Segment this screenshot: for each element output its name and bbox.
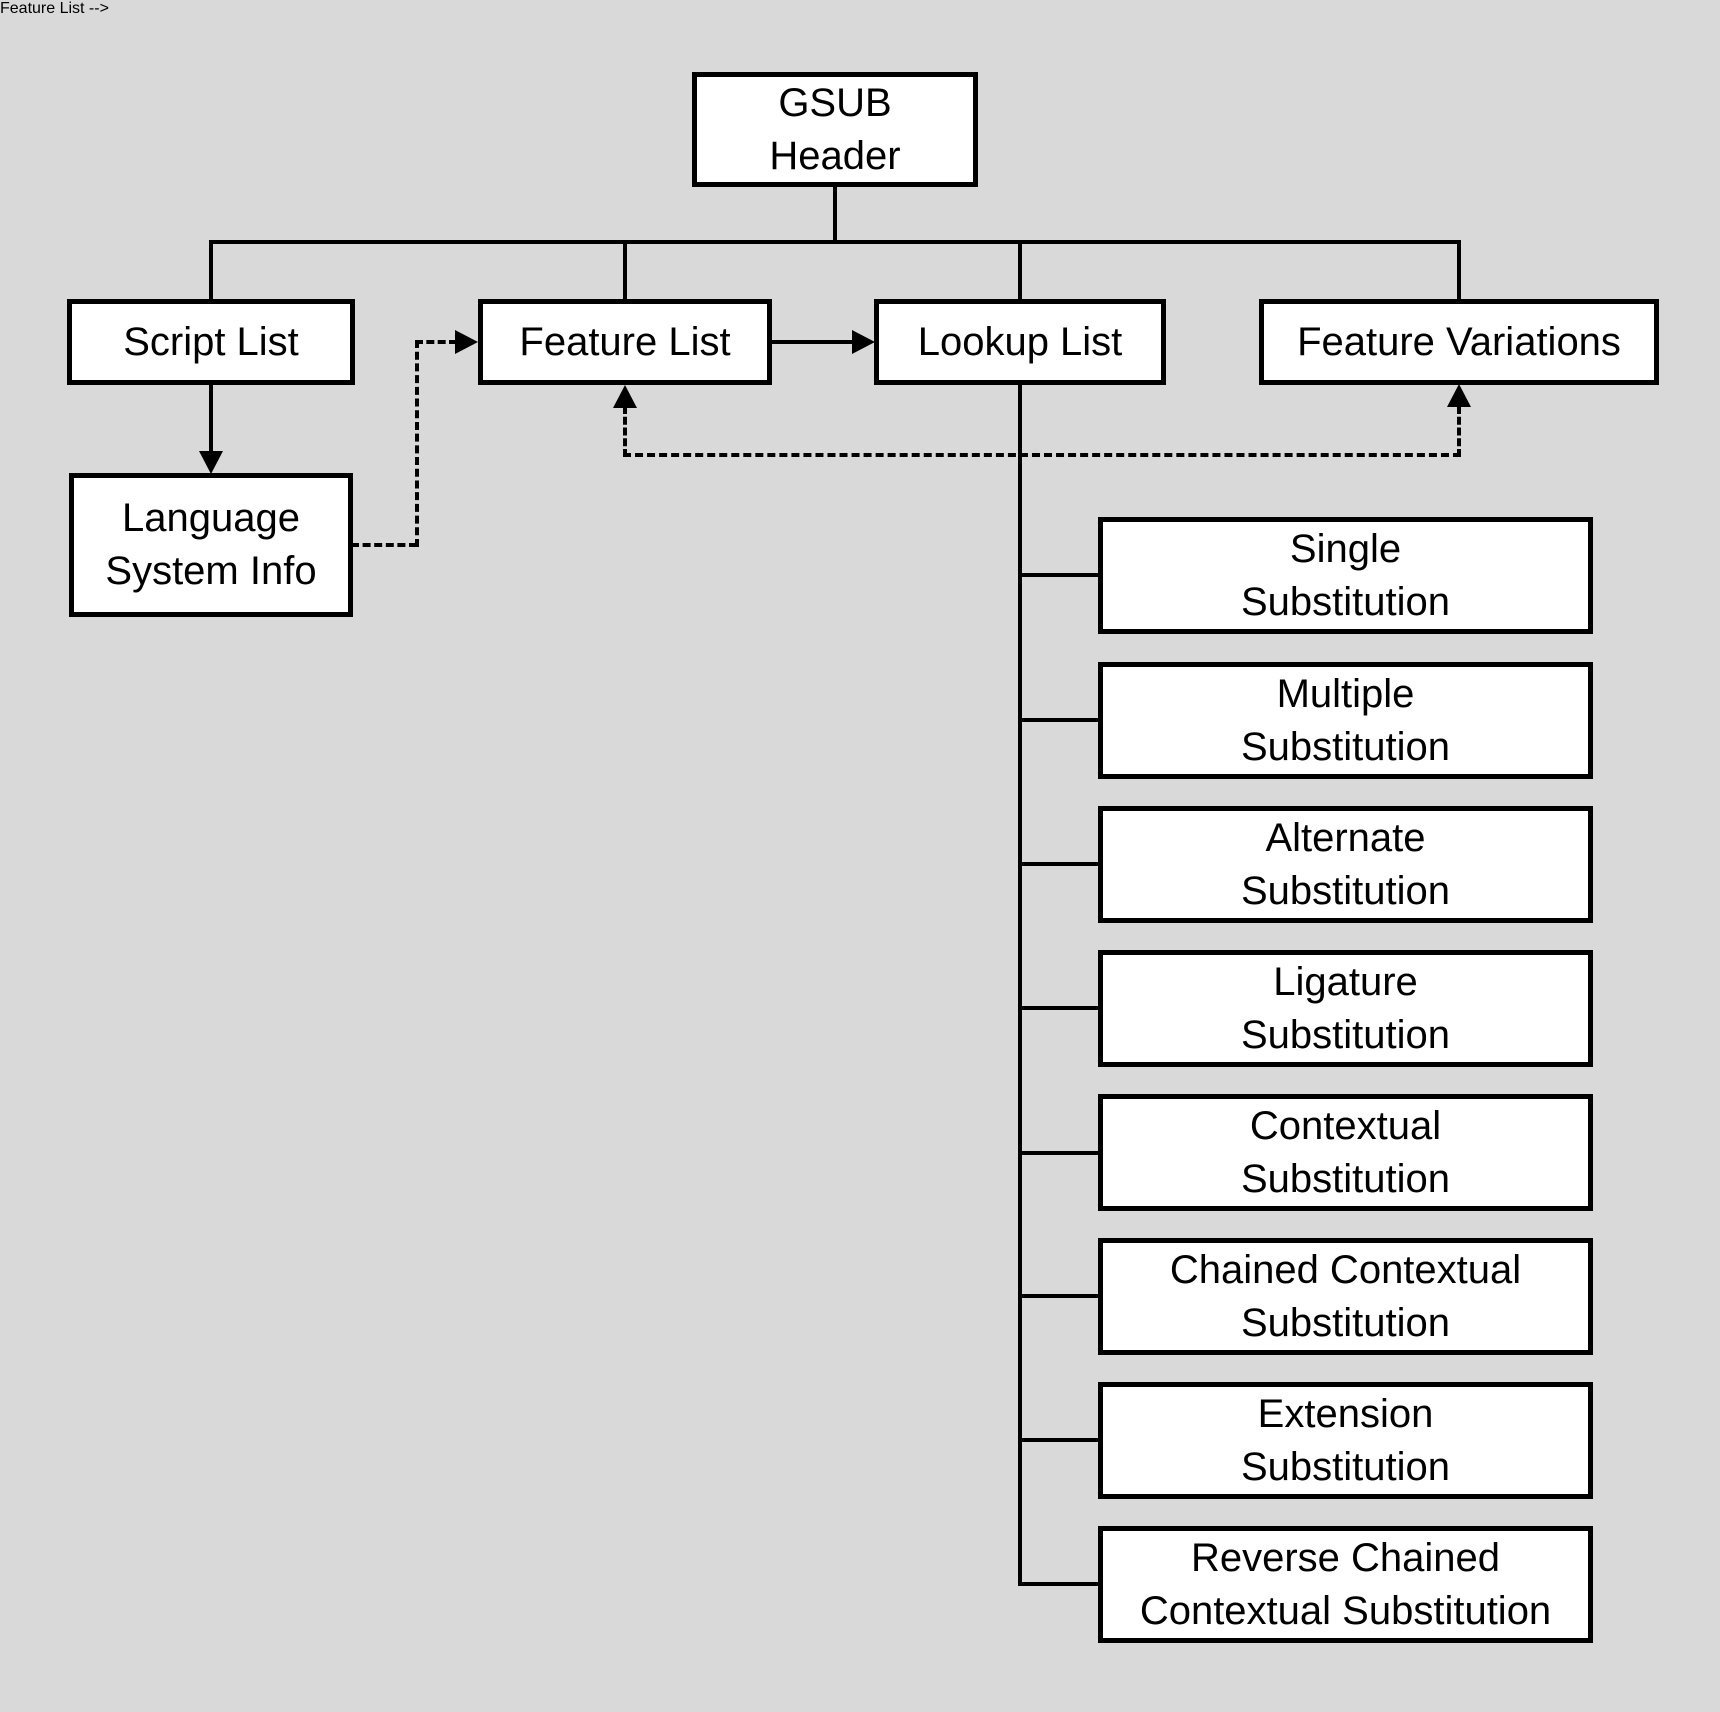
edge-branch-reverse-chained xyxy=(1018,1582,1098,1586)
node-gsub-header: GSUB Header xyxy=(692,72,978,187)
node-language-system-info-line1: Language xyxy=(122,496,300,540)
node-gsub-header-line2: Header xyxy=(769,133,901,178)
node-single-substitution-line2: Substitution xyxy=(1240,579,1451,624)
node-language-system-info-line2: System Info xyxy=(105,549,317,593)
edge-dashed-cross-link xyxy=(623,453,1461,457)
node-script-list: Script List xyxy=(67,299,355,385)
edge-dashed-feature-list-drop xyxy=(623,406,627,457)
node-single-substitution: Single Substitution xyxy=(1098,517,1593,634)
node-lookup-list: Lookup List xyxy=(874,299,1166,385)
edge-script-to-langsys xyxy=(209,383,213,453)
node-chained-contextual-substitution-line2: Substitution xyxy=(1240,1300,1451,1345)
edge-branch-extension xyxy=(1018,1438,1098,1442)
edge-drop-feature-list xyxy=(623,240,627,301)
edge-branch-contextual xyxy=(1018,1151,1098,1155)
node-single-substitution-line1: Single xyxy=(1289,526,1402,571)
node-contextual-substitution-line2: Substitution xyxy=(1240,1156,1451,1201)
node-extension-substitution: Extension Substitution xyxy=(1098,1382,1593,1499)
edge-feature-to-lookup xyxy=(770,340,854,344)
edge-branch-chained-contextual xyxy=(1018,1294,1098,1298)
edge-branch-alternate xyxy=(1018,862,1098,866)
node-alternate-substitution: Alternate Substitution xyxy=(1098,806,1593,923)
node-ligature-substitution-line1: Ligature xyxy=(1273,959,1418,1004)
node-reverse-chained-contextual-substitution: Reverse Chained Contextual Substitution xyxy=(1098,1526,1593,1643)
arrowhead-right-feature-list-icon xyxy=(455,330,478,354)
edge-bus xyxy=(209,240,1461,244)
node-multiple-substitution-line2: Substitution xyxy=(1240,724,1451,769)
node-ligature-substitution: Ligature Substitution xyxy=(1098,950,1593,1067)
node-multiple-substitution: Multiple Substitution xyxy=(1098,662,1593,779)
node-lookup-list-label: Lookup List xyxy=(917,319,1123,364)
node-extension-substitution-line2: Substitution xyxy=(1240,1444,1451,1489)
edge-dashed-langsys-out xyxy=(351,543,417,547)
edge-branch-single xyxy=(1018,573,1098,577)
edge-drop-feature-variations xyxy=(1457,240,1461,301)
arrowhead-up-feature-list-icon xyxy=(613,385,637,408)
edge-branch-multiple xyxy=(1018,718,1098,722)
node-script-list-label: Script List xyxy=(123,319,299,364)
node-chained-contextual-substitution: Chained Contextual Substitution xyxy=(1098,1238,1593,1355)
arrowhead-up-feature-variations-icon xyxy=(1447,384,1471,407)
node-reverse-chained-contextual-substitution-line1: Reverse Chained xyxy=(1190,1535,1501,1580)
edge-drop-lookup-list xyxy=(1018,240,1022,301)
edge-dashed-langsys-riser xyxy=(415,340,419,547)
node-language-system-info: Language System Info xyxy=(69,473,353,617)
edge-dashed-langsys-into-feature xyxy=(415,340,457,344)
node-multiple-substitution-line1: Multiple xyxy=(1276,671,1415,716)
node-reverse-chained-contextual-substitution-line2: Contextual Substitution xyxy=(1139,1588,1552,1633)
node-gsub-header-line1: GSUB xyxy=(778,80,892,125)
node-feature-list: Feature List xyxy=(478,299,772,385)
arrowhead-down-langsys-icon xyxy=(199,451,223,474)
edge-lookup-trunk xyxy=(1018,383,1022,1586)
node-feature-list-label: Feature List xyxy=(519,319,731,364)
edge-drop-script-list xyxy=(209,240,213,301)
node-contextual-substitution: Contextual Substitution xyxy=(1098,1094,1593,1211)
node-extension-substitution-line1: Extension xyxy=(1257,1391,1434,1436)
edge-header-stem xyxy=(833,185,837,244)
node-chained-contextual-substitution-line1: Chained Contextual xyxy=(1169,1247,1522,1292)
arrowhead-right-lookup-icon xyxy=(852,330,875,354)
node-feature-variations: Feature Variations xyxy=(1259,299,1659,385)
node-ligature-substitution-line2: Substitution xyxy=(1240,1012,1451,1057)
node-contextual-substitution-line1: Contextual xyxy=(1249,1103,1442,1148)
node-alternate-substitution-line1: Alternate xyxy=(1265,815,1426,860)
node-alternate-substitution-line2: Substitution xyxy=(1240,868,1451,913)
edge-branch-ligature xyxy=(1018,1006,1098,1010)
edge-dashed-feature-variations-riser xyxy=(1457,406,1461,457)
node-feature-variations-label: Feature Variations xyxy=(1297,319,1621,364)
